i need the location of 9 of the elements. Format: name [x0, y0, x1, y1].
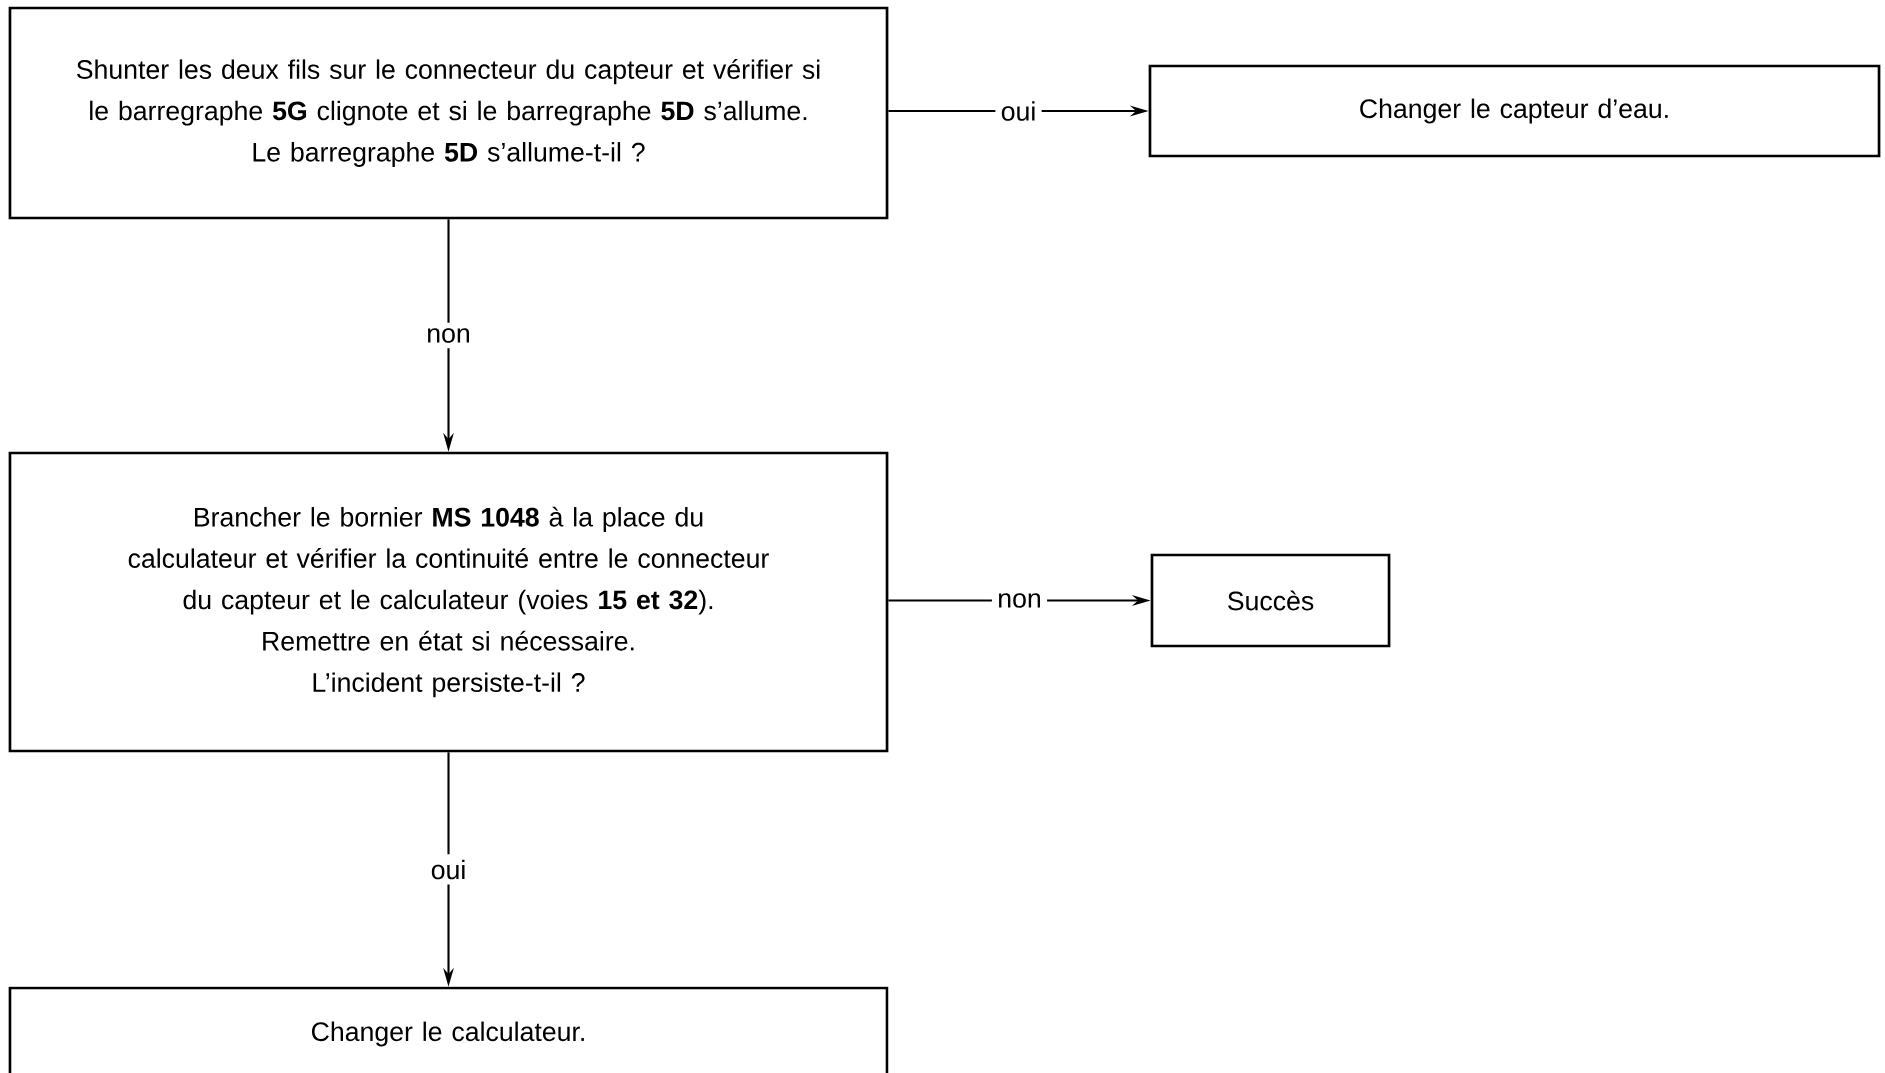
process-box: Changer le capteur d’eau. [1148, 64, 1881, 158]
edge-label: non [420, 322, 477, 349]
edge-label: oui [995, 95, 1042, 127]
process-box: Brancher le bornier MS 1048 à la place du calculateur et vérifier la continuité entre le connecteur du capteur et le calculateur (voies 15 et 32). Remettre en état si nécessaire. L’incident persiste-t-il ? [8, 451, 889, 753]
process-box: Changer le calculateur. [8, 986, 889, 1073]
edge-label: non [991, 587, 1048, 614]
edge-label: oui [425, 854, 472, 885]
process-box: Shunter les deux fils sur le connecteur du capteur et vérifier si le barregraphe 5G clignote et si le barregraphe 5D s’allume. Le barregraphe 5D s’allume-t-il ? [8, 6, 889, 220]
process-box: Succès [1150, 553, 1391, 648]
